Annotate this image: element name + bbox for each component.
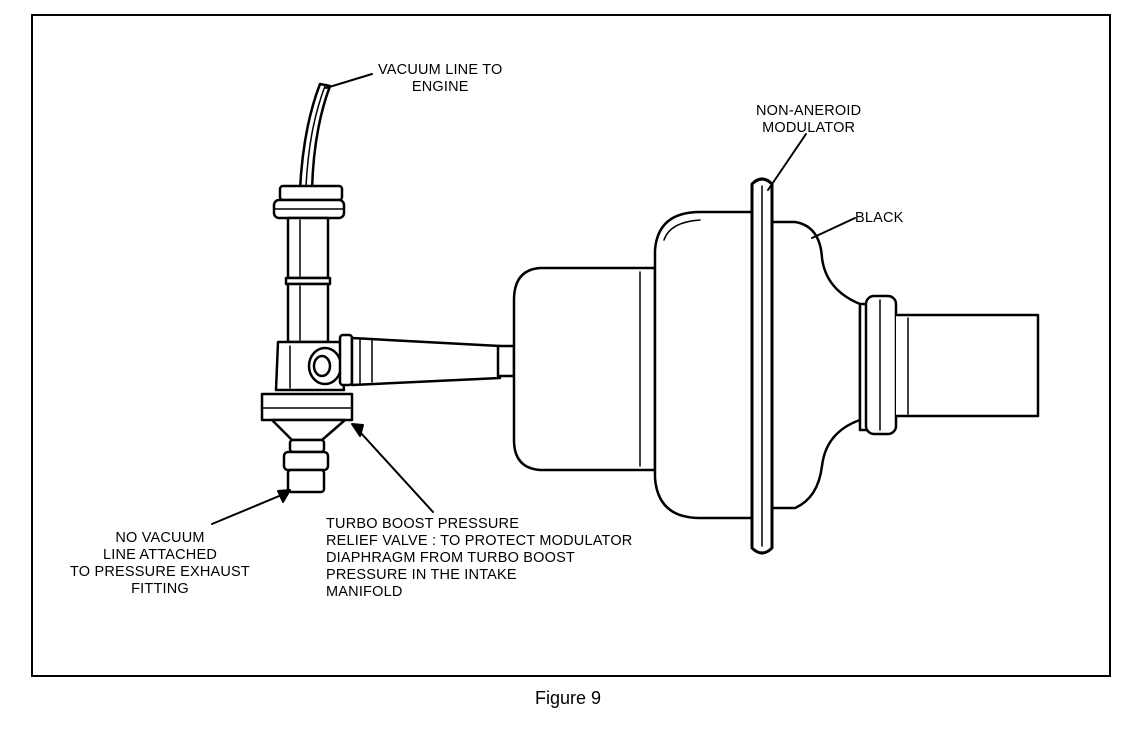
relief-valve-assembly [260, 184, 354, 494]
modulator-flange [750, 177, 774, 555]
non-aneroid-label-line-2: MODULATOR [762, 120, 856, 136]
turbo-boost-label-line-4: PRESSURE IN THE INTAKE [326, 567, 517, 583]
figure-caption: Figure 9 [534, 688, 602, 708]
turbo-boost-label-line-2: RELIEF VALVE : TO PROTECT MODULATOR [326, 533, 633, 549]
vacuum-line-label: VACUUM LINE TO ENGINE [378, 62, 502, 96]
figure-frame [31, 14, 1111, 677]
vacuum-hose [298, 82, 332, 192]
turbo-boost-label-line-3: DIAPHRAGM FROM TURBO BOOST [326, 550, 576, 566]
no-vacuum-label-line-3: TO PRESSURE EXHAUST [70, 564, 250, 580]
non-aneroid-label-line-1: NON-ANEROID [756, 103, 862, 119]
turbo-boost-label: TURBO BOOST PRESSURE RELIEF VALVE : TO P… [326, 516, 632, 601]
no-vacuum-label-line-2: LINE ATTACHED [102, 547, 218, 563]
black-label: BLACK [855, 210, 904, 226]
leader-lines [211, 73, 856, 525]
modulator-body [512, 210, 1040, 520]
vacuum-line-label-line-2: ENGINE [411, 79, 469, 95]
no-vacuum-label: NO VACUUM LINE ATTACHED TO PRESSURE EXHA… [70, 530, 250, 598]
vacuum-line-label-line-1: VACUUM LINE TO [378, 62, 503, 78]
no-vacuum-label-line-1: NO VACUUM [115, 530, 205, 546]
connector-tube [338, 333, 516, 387]
no-vacuum-label-line-4: FITTING [131, 581, 189, 597]
turbo-boost-label-line-1: TURBO BOOST PRESSURE [326, 516, 520, 532]
turbo-boost-label-line-5: MANIFOLD [326, 584, 403, 600]
non-aneroid-label: NON-ANEROID MODULATOR [756, 103, 861, 137]
